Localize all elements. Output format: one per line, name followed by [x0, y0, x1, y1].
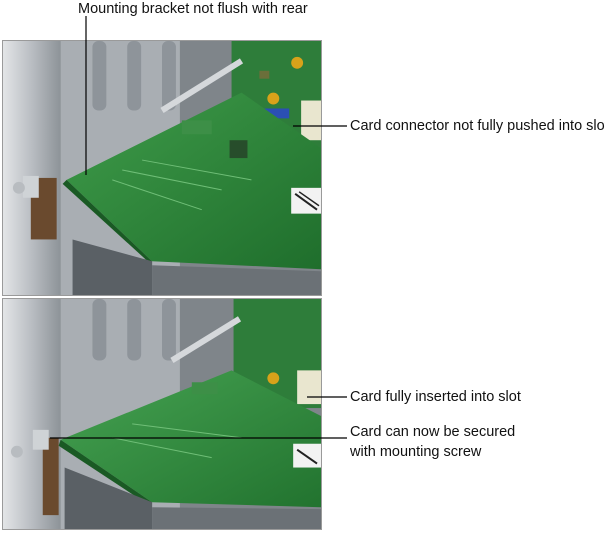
callout-bracket-not-flush: Mounting bracket not flush with rear	[78, 1, 308, 17]
card-not-seated-illustration	[3, 41, 321, 295]
callout-secured-line2: with mounting screw	[350, 444, 482, 460]
card-seated-illustration	[3, 299, 321, 529]
photo-card-not-seated	[2, 40, 322, 296]
callout-secured-line1: Card can now be secured	[350, 424, 516, 440]
callout-connector-not-pushed: Card connector not fully pushed into slo…	[350, 118, 605, 134]
callout-fully-inserted: Card fully inserted into slot	[350, 389, 521, 405]
photo-card-seated	[2, 298, 322, 530]
